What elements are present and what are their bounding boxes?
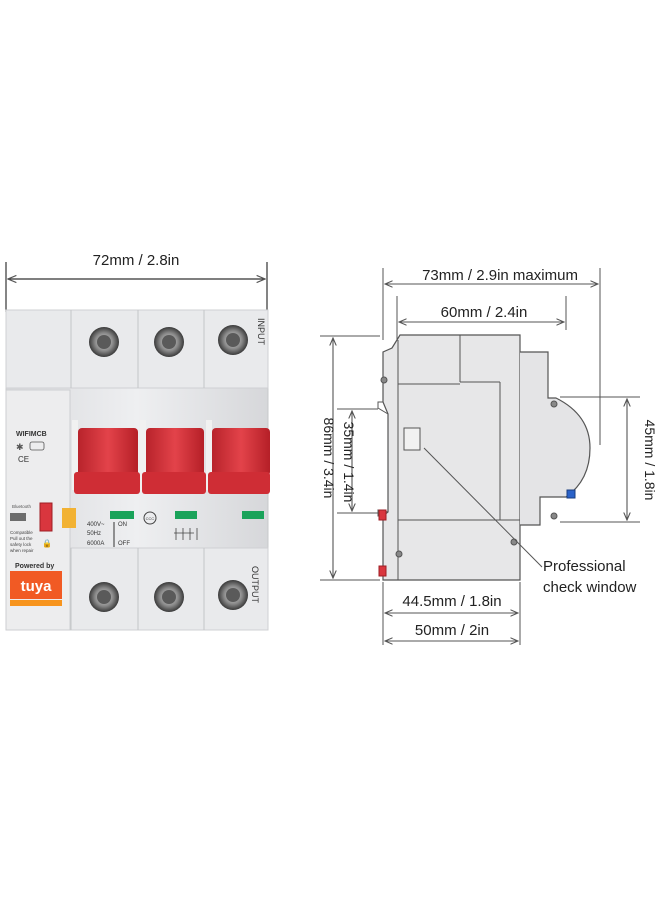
test-button (39, 502, 53, 532)
screw-icon (380, 376, 388, 384)
callout-line-2: check window (543, 579, 637, 596)
red-clip-top (378, 509, 387, 521)
rating-capacity: 6000A (87, 541, 104, 547)
left-product: 72mm / 2.8in INPUT (5, 252, 270, 631)
breaker-side-profile (382, 334, 521, 581)
pull-text-1: Pull out the (10, 536, 33, 541)
check-window (403, 427, 421, 451)
wiring-schematic-icon (174, 528, 198, 540)
tuya-logo (10, 571, 62, 599)
callout-leader (423, 447, 543, 568)
ce-mark: CE (18, 455, 29, 464)
screw-icon (550, 400, 558, 408)
width-dimension: 72mm / 2.8in (5, 252, 268, 312)
blue-indicator (566, 489, 576, 499)
pull-text-2: safety lock (10, 542, 32, 547)
handle-pole-1 (78, 428, 138, 476)
dim-label-60: 60mm / 2.4in (441, 304, 528, 321)
bluetooth-label: Bluetooth (12, 504, 32, 509)
on-label: ON (118, 522, 127, 528)
screw-icon (395, 550, 403, 558)
ccc-mark: CCC (146, 516, 155, 521)
rating-frequency: 50Hz (87, 531, 101, 537)
indicator-green-1 (110, 511, 134, 519)
dim-label-445: 44.5mm / 1.8in (402, 593, 501, 610)
top-screws (89, 325, 248, 357)
dim-label-45: 45mm / 1.8in (642, 420, 658, 501)
width-label: 72mm / 2.8in (93, 252, 180, 269)
lock-icon: 🔒 (42, 539, 52, 548)
input-label: INPUT (256, 318, 266, 346)
powered-by: Powered by (15, 563, 54, 570)
indicator-green-2 (175, 511, 197, 519)
right-diagram (320, 268, 640, 645)
handle-pole-2 (146, 428, 204, 476)
bluetooth-icon: ✱ (16, 442, 24, 452)
right-diagram-labels: 73mm / 2.9in maximum 60mm / 2.4in 86mm /… (321, 267, 658, 639)
dim-label-73: 73mm / 2.9in maximum (422, 267, 578, 284)
screw-icon (550, 512, 558, 520)
wifi-icon (29, 441, 45, 451)
pull-text-3: when repair (10, 548, 34, 553)
red-clip-bottom (378, 565, 387, 577)
dim-label-86: 86mm / 3.4in (321, 418, 337, 499)
dim-label-50: 50mm / 2in (415, 622, 489, 639)
screw-icon (510, 538, 518, 546)
red-handles (72, 420, 270, 494)
callout-line-1: Professional (543, 558, 626, 575)
dim-label-35: 35mm / 1.4in (341, 422, 357, 503)
rating-voltage: 400V~ (87, 522, 105, 528)
off-label: OFF (118, 541, 130, 547)
ccc-mark-icon (143, 511, 157, 525)
module-slot (10, 513, 26, 521)
output-label: OUTPUT (250, 566, 260, 604)
bottom-screws (89, 580, 248, 612)
model-label: WIFIMCB (16, 431, 47, 438)
handle-pole-3 (212, 428, 270, 476)
compatible-text: Compatible (10, 530, 33, 535)
safety-lock (62, 508, 76, 528)
brand-label: tuya (21, 578, 53, 595)
indicator-green-3 (242, 511, 264, 519)
